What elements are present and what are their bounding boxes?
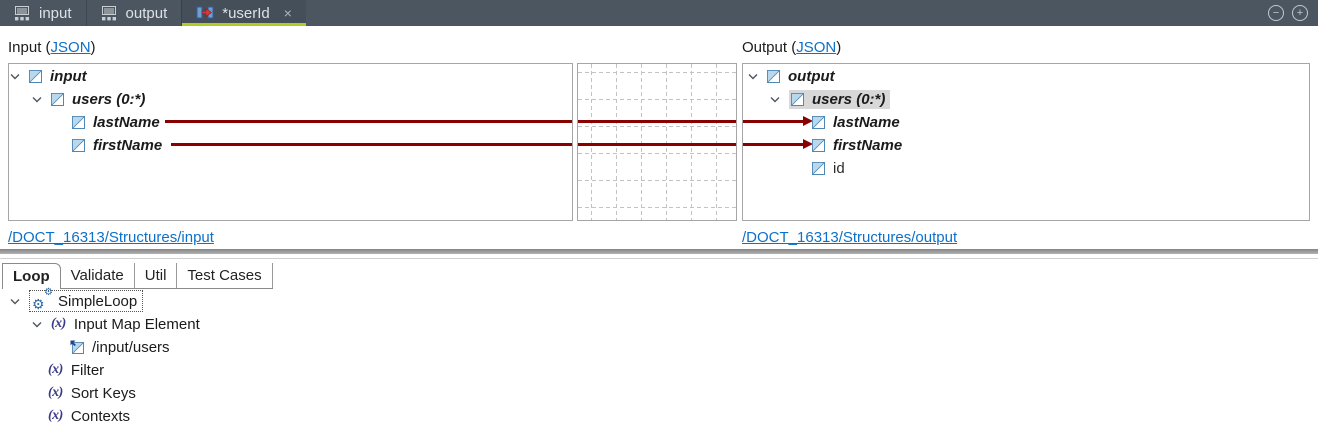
tab-validate[interactable]: Validate: [61, 263, 135, 288]
mapping-icon: [196, 6, 214, 19]
field-icon: [72, 138, 85, 152]
expand-button[interactable]: +: [1292, 5, 1308, 21]
gears-icon: ⚙⚙: [32, 287, 53, 312]
close-icon[interactable]: ×: [283, 5, 292, 21]
editor-tab-bar: input output *userId ×: [0, 0, 1318, 26]
horizontal-splitter[interactable]: [0, 249, 1318, 254]
tree-label: users (0:*): [812, 90, 886, 108]
tree-row-output-lastname[interactable]: lastName: [812, 111, 900, 133]
tab-output[interactable]: output: [85, 0, 182, 26]
chevron-down-icon[interactable]: [32, 96, 43, 103]
tree-row-input-firstname[interactable]: firstName: [72, 134, 162, 156]
tab-label: *userId: [222, 4, 270, 22]
structure-icon: [15, 6, 29, 21]
selected-row-highlight: users (0:*): [789, 89, 891, 109]
tree-label: lastName: [833, 113, 900, 131]
tab-label: output: [125, 4, 168, 22]
chevron-down-icon[interactable]: [10, 73, 21, 80]
field-icon: [812, 138, 825, 152]
tree-label: output: [788, 67, 835, 85]
mapping-line-firstname[interactable]: [743, 143, 804, 146]
chevron-down-icon[interactable]: [32, 321, 43, 328]
output-json-link[interactable]: JSON: [796, 39, 837, 56]
mapping-arrowhead-icon: [803, 139, 813, 149]
output-header-text: Output (: [742, 39, 797, 56]
mapping-line-firstname[interactable]: [578, 143, 736, 146]
input-header-text: Input (: [8, 39, 51, 56]
input-tree-panel: [8, 63, 573, 221]
panel-top-border: [0, 258, 1318, 259]
tree-label: SimpleLoop: [58, 292, 138, 310]
tree-row-output-firstname[interactable]: firstName: [812, 134, 902, 156]
tree-row-output-id[interactable]: id: [812, 157, 845, 179]
tab-label: input: [39, 4, 72, 22]
tree-label: Input Map Element: [73, 315, 200, 333]
tree-row-input-lastname[interactable]: lastName: [72, 111, 160, 133]
mapping-grid: [578, 64, 736, 220]
field-icon: [812, 161, 825, 175]
tree-row-sort-keys[interactable]: (x) Sort Keys: [48, 382, 136, 404]
tree-label: /input/users: [92, 338, 170, 356]
tab-userid[interactable]: *userId ×: [181, 0, 306, 26]
bottom-tab-strip: Loop Validate Util Test Cases: [2, 263, 273, 289]
field-icon: [791, 92, 804, 106]
chevron-down-icon[interactable]: [748, 73, 759, 80]
tree-label: firstName: [93, 136, 163, 154]
chevron-down-icon[interactable]: [770, 96, 781, 103]
tab-loop[interactable]: Loop: [2, 263, 61, 289]
tree-row-output-users[interactable]: users (0:*): [770, 88, 891, 110]
chevron-down-icon[interactable]: [10, 298, 21, 305]
output-structure-link[interactable]: /DOCT_16313/Structures/output: [742, 229, 958, 246]
mapping-line-lastname[interactable]: [578, 120, 736, 123]
expression-icon: (x): [48, 385, 63, 400]
tree-label: Sort Keys: [70, 384, 136, 402]
field-ref-icon: [70, 340, 84, 354]
input-header: Input (JSON): [8, 39, 96, 56]
tree-label: firstName: [833, 136, 903, 154]
structure-icon: [101, 6, 116, 21]
mapping-line-firstname[interactable]: [171, 143, 572, 146]
mapping-line-lastname[interactable]: [743, 120, 804, 123]
output-header-suffix: ): [836, 39, 842, 56]
field-icon: [812, 115, 825, 129]
collapse-button[interactable]: −: [1268, 5, 1284, 21]
tree-row-input-map-element[interactable]: (x) Input Map Element: [32, 313, 200, 335]
tree-label: input: [50, 67, 87, 85]
tree-label: Contexts: [70, 407, 131, 425]
focus-outline: ⚙⚙ SimpleLoop: [29, 287, 144, 312]
mapping-grid-panel: [577, 63, 737, 221]
tree-label: Filter: [70, 361, 105, 379]
output-header: Output (JSON): [742, 39, 841, 56]
tree-label: lastName: [93, 113, 160, 131]
output-tree-panel: [742, 63, 1310, 221]
tree-label: id: [833, 159, 845, 177]
mapping-line-lastname[interactable]: [165, 120, 572, 123]
expression-icon: (x): [51, 316, 66, 331]
field-icon: [72, 115, 85, 129]
input-header-suffix: ): [90, 39, 96, 56]
input-json-link[interactable]: JSON: [50, 39, 91, 56]
tree-row-input[interactable]: input: [10, 65, 87, 87]
tree-row-simpleloop[interactable]: ⚙⚙ SimpleLoop: [10, 287, 144, 312]
input-structure-link[interactable]: /DOCT_16313/Structures/input: [8, 229, 214, 246]
active-tab-underline: [182, 23, 306, 26]
field-icon: [51, 92, 64, 106]
tree-row-input-users-ref[interactable]: /input/users: [70, 336, 170, 358]
tree-row-filter[interactable]: (x) Filter: [48, 359, 104, 381]
tree-row-input-users[interactable]: users (0:*): [32, 88, 145, 110]
tab-test-cases[interactable]: Test Cases: [177, 263, 273, 288]
tab-util[interactable]: Util: [135, 263, 178, 288]
mapping-arrowhead-icon: [803, 116, 813, 126]
expression-icon: (x): [48, 362, 63, 377]
tab-input[interactable]: input: [0, 0, 86, 26]
tree-label: users (0:*): [72, 90, 146, 108]
tree-row-output[interactable]: output: [748, 65, 835, 87]
expression-icon: (x): [48, 408, 63, 423]
window-controls: − +: [1268, 0, 1318, 26]
field-icon: [767, 69, 780, 83]
tree-row-contexts[interactable]: (x) Contexts: [48, 405, 130, 427]
field-icon: [29, 69, 42, 83]
